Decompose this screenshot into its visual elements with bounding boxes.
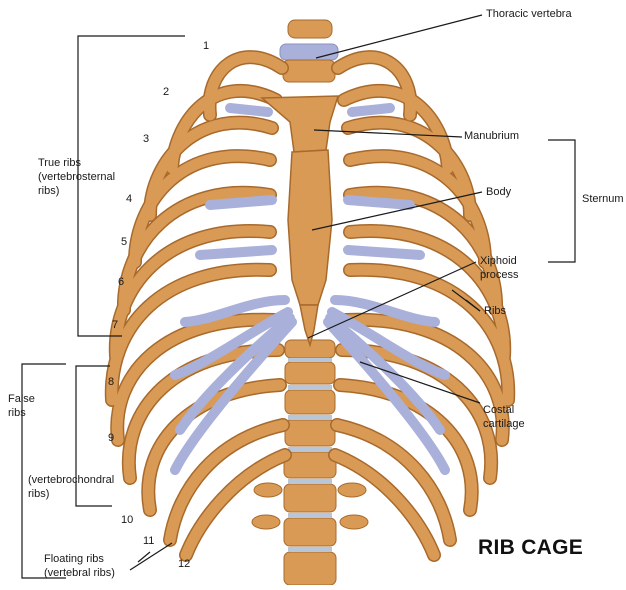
rib-number: 6 [118, 276, 124, 288]
rib-number: 4 [126, 193, 132, 205]
label-xiphoid-1: Xiphoid [480, 255, 517, 268]
label-costal-1: Costal [483, 404, 514, 417]
rib-number: 3 [143, 133, 149, 145]
label-thoracic-vertebra: Thoracic vertebra [486, 8, 572, 21]
label-manubrium: Manubrium [464, 130, 519, 143]
label-false-ribs-2: ribs [8, 407, 26, 420]
label-ribs: Ribs [484, 305, 506, 318]
label-true-ribs-3: ribs) [38, 185, 59, 198]
label-vertebrochondral-1: (vertebrochondral [28, 474, 114, 487]
rib-number: 8 [108, 376, 114, 388]
rib-number: 10 [121, 514, 133, 526]
rib-number: 11 [143, 535, 154, 547]
diagram-title: RIB CAGE [478, 536, 583, 560]
rib-number: 7 [112, 319, 118, 331]
rib-number: 5 [121, 236, 127, 248]
label-true-ribs-1: True ribs [38, 157, 81, 170]
rib-number: 12 [178, 558, 190, 570]
label-true-ribs-2: (vertebrosternal [38, 171, 115, 184]
label-false-ribs-1: False [8, 393, 35, 406]
label-floating-ribs-1: Floating ribs [44, 553, 104, 566]
label-body: Body [486, 186, 511, 199]
rib-number: 9 [108, 432, 114, 444]
rib-number: 2 [163, 86, 169, 98]
label-vertebrochondral-2: ribs) [28, 488, 49, 501]
label-costal-2: cartilage [483, 418, 525, 431]
label-sternum: Sternum [582, 193, 624, 206]
rib-number: 1 [203, 40, 209, 52]
label-xiphoid-2: process [480, 269, 519, 282]
label-floating-ribs-2: (vertebral ribs) [44, 567, 115, 580]
